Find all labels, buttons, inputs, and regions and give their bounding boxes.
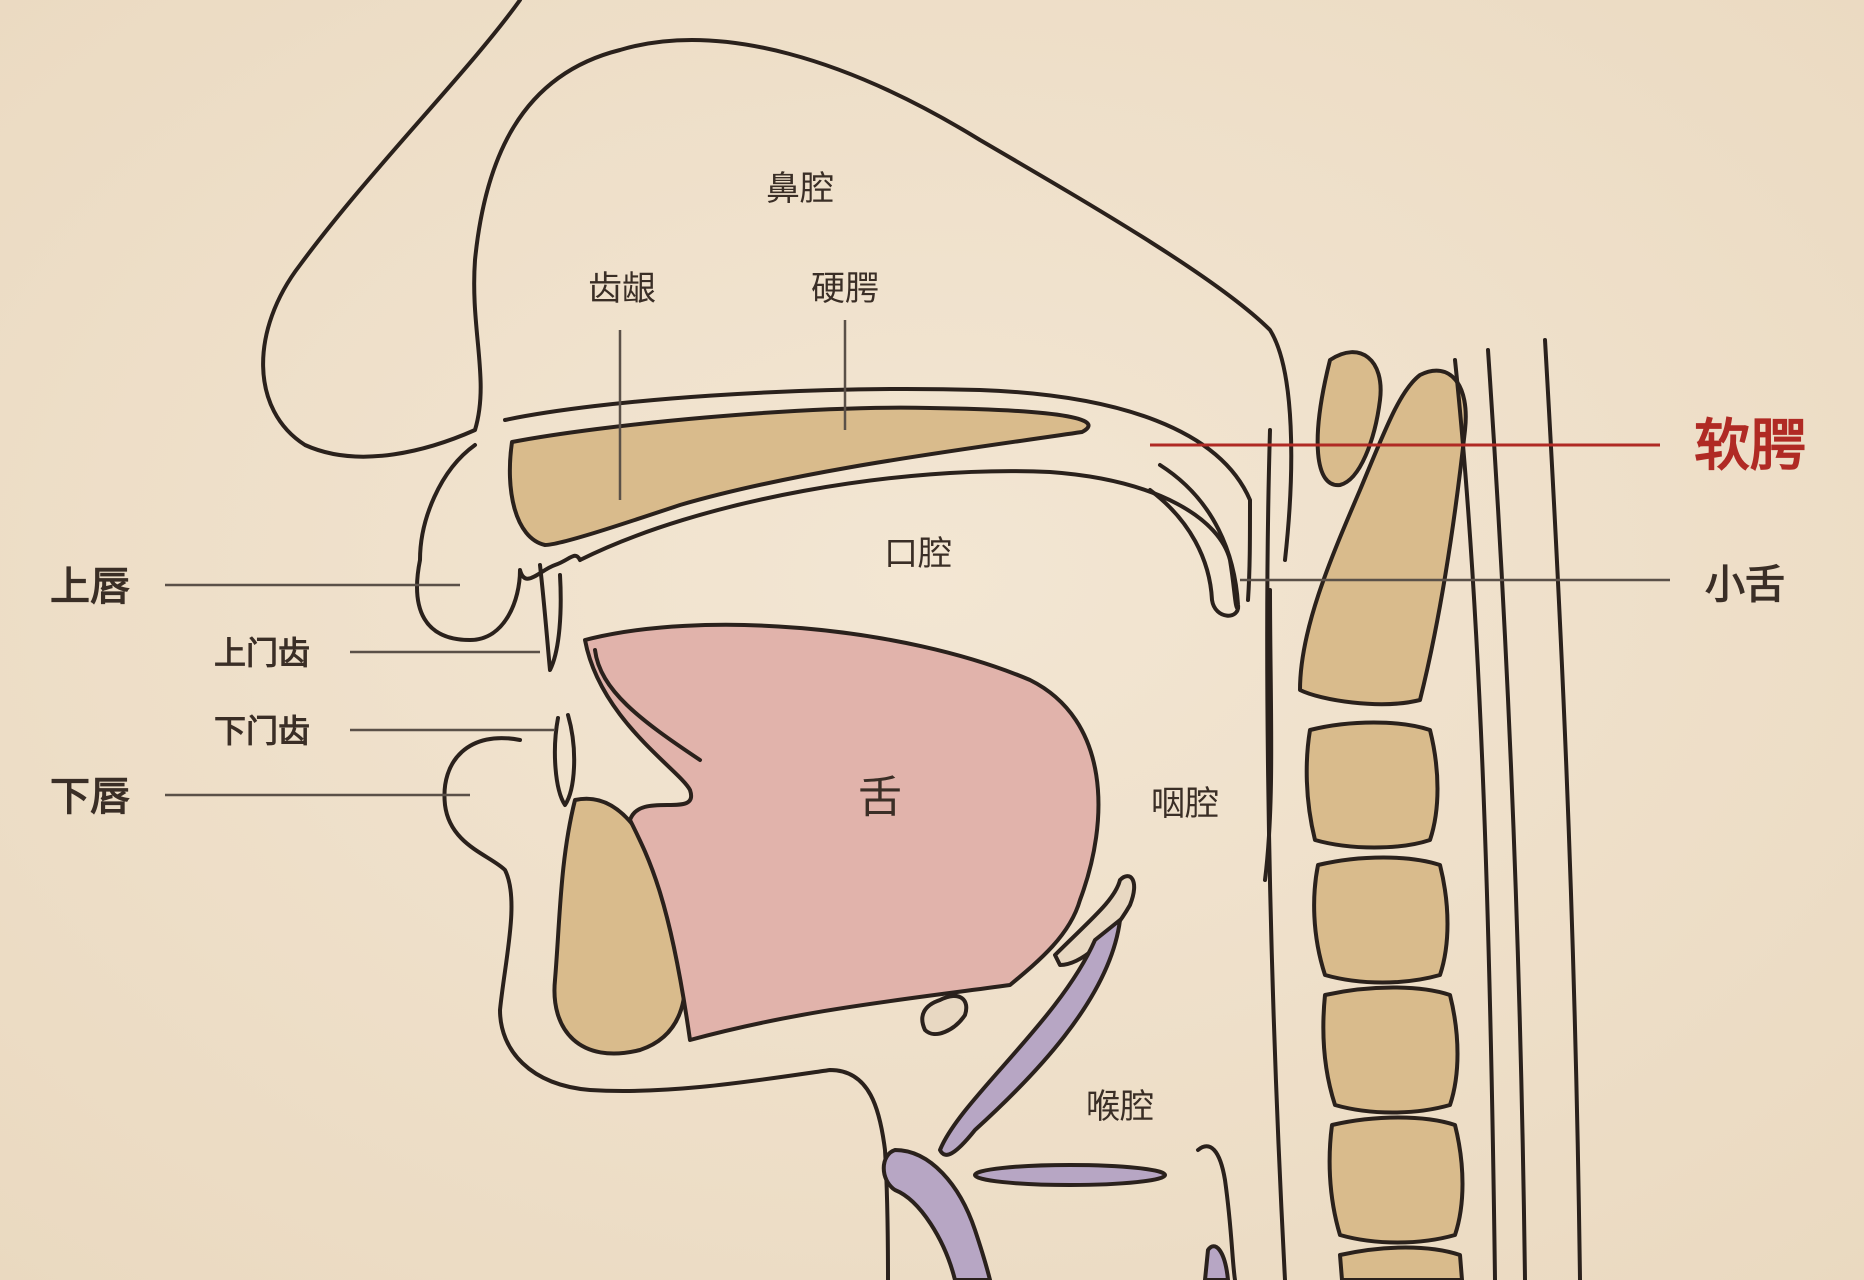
- label-pharynx: 咽腔: [1151, 784, 1219, 824]
- lower-lip-chin-outline: [442, 736, 890, 1280]
- tongue-shape: [583, 622, 1101, 1042]
- vertebra-c3: [1304, 720, 1440, 850]
- label-upper-lip: 上唇: [50, 564, 130, 610]
- nose-outline: [261, 0, 1294, 562]
- label-uvula: 小舌: [1705, 562, 1785, 608]
- atlas-bone: [1315, 350, 1383, 488]
- pharynx-front-wall: [1263, 588, 1274, 882]
- label-upper-teeth: 上门齿: [214, 634, 310, 672]
- label-larynx: 喉腔: [1086, 1087, 1154, 1127]
- larynx-back-wall: [1196, 1144, 1237, 1280]
- vertebra-c4: [1312, 855, 1450, 985]
- label-oral-cavity: 口腔: [884, 534, 952, 574]
- lower-incisor: [552, 713, 577, 807]
- palate-upper-band: [503, 387, 1252, 602]
- upper-incisor: [538, 563, 563, 672]
- tongue-tip-underside: [593, 648, 702, 762]
- vertebra-c7: [1338, 1245, 1464, 1280]
- label-soft-palate: 软腭: [1694, 414, 1806, 479]
- thyroid-cartilage: [938, 918, 1122, 1157]
- cricoid-cartilage: [881, 1148, 992, 1280]
- neck-back-line: [1543, 338, 1582, 1280]
- vocal-folds: [973, 1163, 1167, 1187]
- hyoid-bone: [920, 994, 969, 1036]
- upper-lip-outline: [415, 443, 582, 642]
- uvula-outline: [1148, 463, 1240, 618]
- vertebra-c6: [1327, 1115, 1465, 1245]
- label-nasal-cavity: 鼻腔: [766, 169, 834, 209]
- pharynx-back-wall: [1265, 428, 1287, 1280]
- label-tongue: 舌: [858, 772, 902, 823]
- label-alveolar-ridge: 齿龈: [588, 269, 656, 309]
- hard-palate-bone: [507, 405, 1091, 547]
- axis-bone: [1298, 368, 1468, 707]
- label-hard-palate: 硬腭: [811, 269, 879, 309]
- larynx-back-fill: [1203, 1244, 1230, 1280]
- vertebra-c5: [1321, 985, 1460, 1115]
- label-lower-lip: 下唇: [50, 774, 130, 820]
- spinal-canal-front: [1453, 358, 1497, 1280]
- label-lower-teeth: 下门齿: [214, 712, 310, 750]
- spinal-canal-back: [1486, 348, 1527, 1280]
